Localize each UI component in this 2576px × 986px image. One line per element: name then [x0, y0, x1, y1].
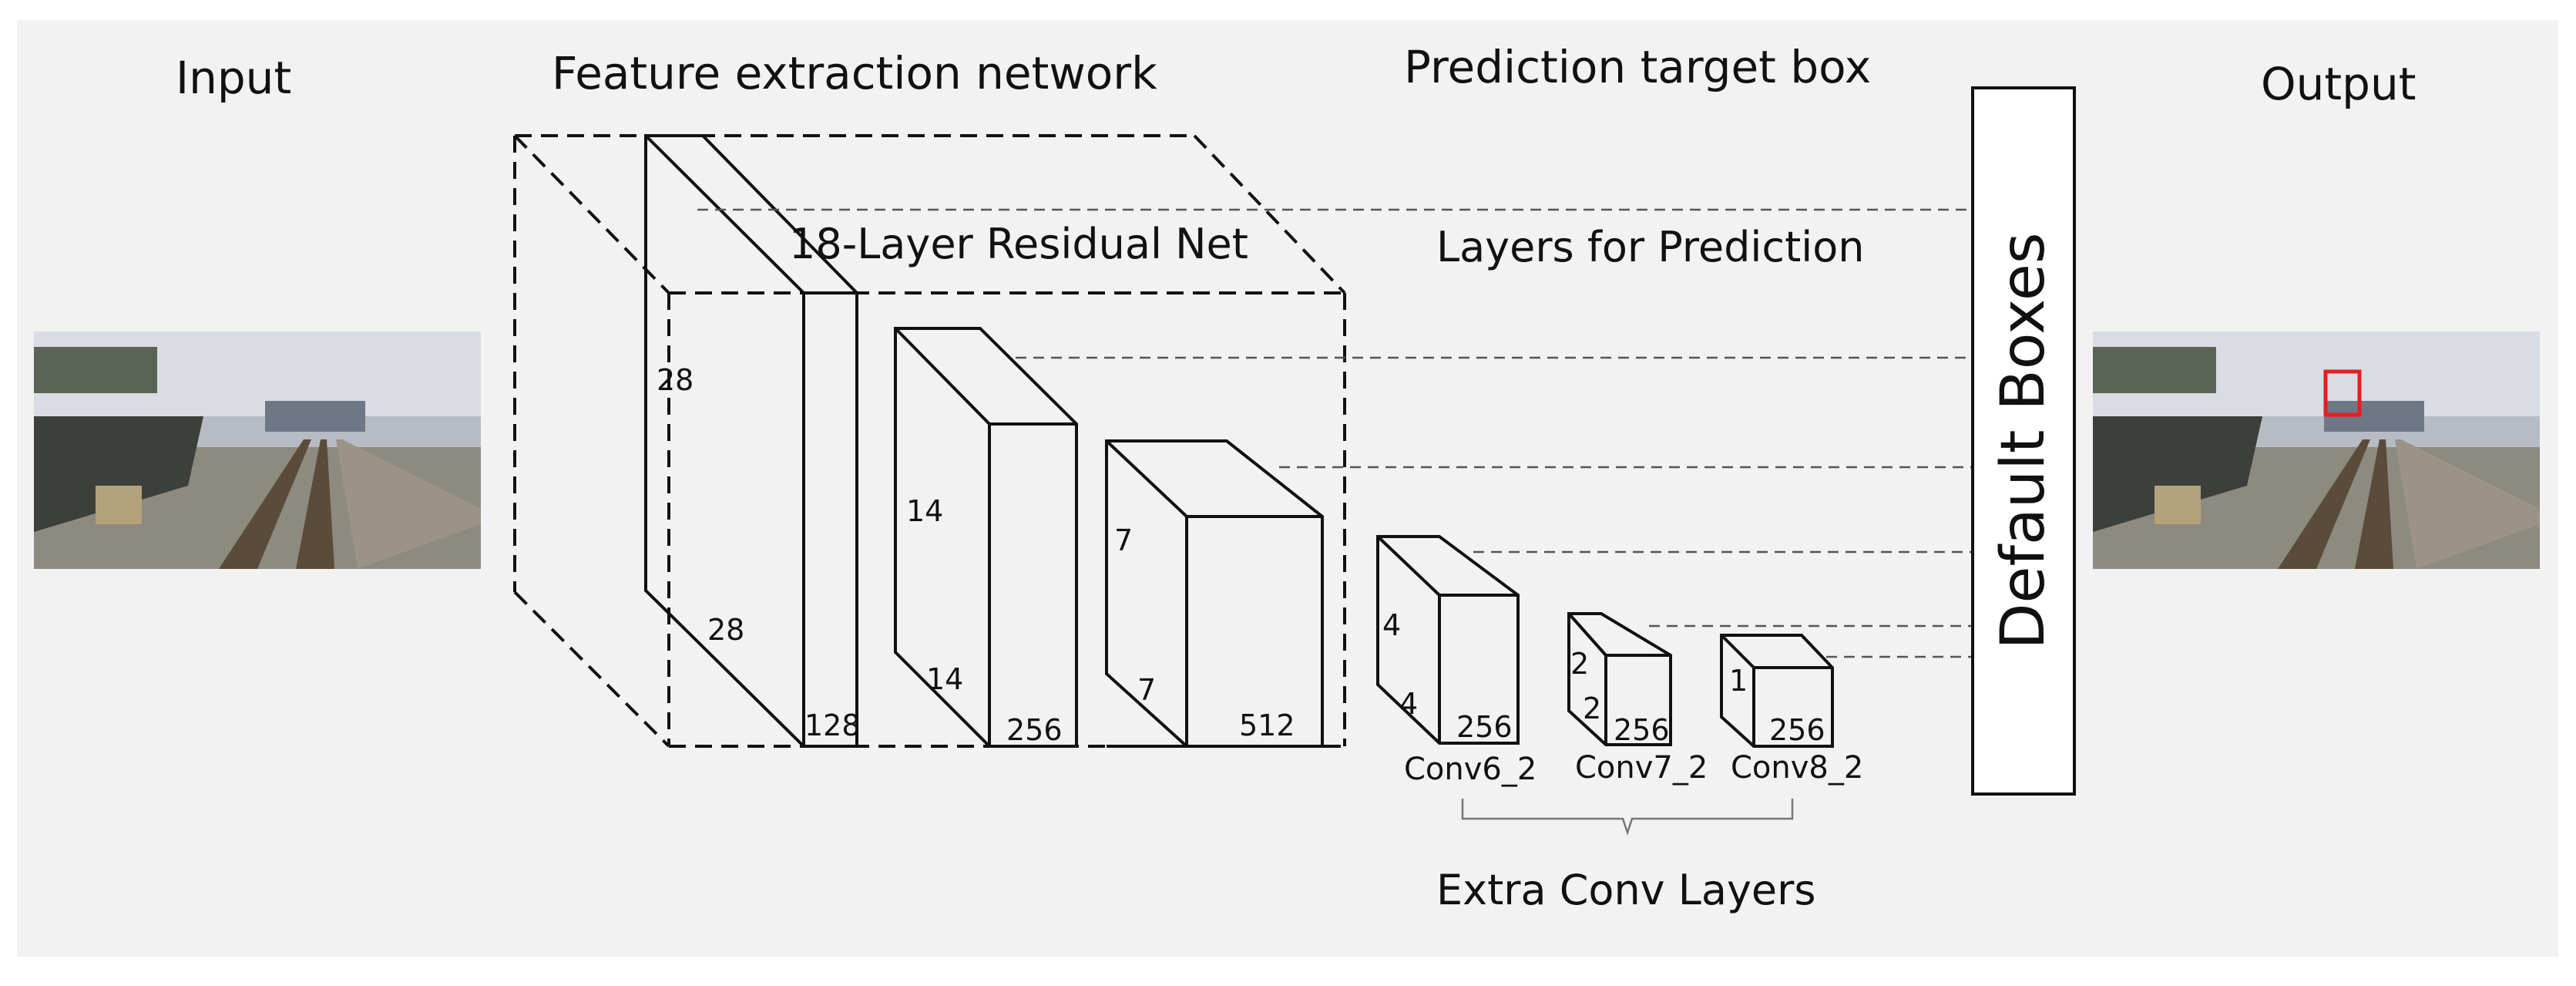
block-conv6-2	[1376, 535, 1520, 745]
feature-network-boundary	[513, 134, 1346, 748]
conv6-height: 4	[1382, 608, 1402, 642]
prediction-target-heading: Prediction target box	[1404, 41, 1872, 93]
default-boxes-panel: Default Boxes	[1971, 86, 2076, 796]
railway-photo-detection-icon	[2093, 331, 2540, 569]
residual-net-label: 18-Layer Residual Net	[789, 220, 1248, 268]
block-1-depth: 128	[804, 708, 861, 742]
layers-for-prediction-label: Layers for Prediction	[1436, 223, 1865, 271]
block-3-height: 7	[1114, 523, 1134, 557]
conv7-width: 2	[1583, 692, 1602, 725]
prediction-connectors	[697, 208, 1971, 658]
block-2-height: 14	[906, 494, 944, 528]
conv7-depth: 256	[1614, 713, 1670, 747]
block-3-depth: 512	[1239, 708, 1295, 742]
conv6-2-label: Conv6_2	[1404, 752, 1537, 787]
block-3-width: 7	[1137, 673, 1157, 707]
output-image	[2093, 331, 2540, 569]
block-1-height: 28	[657, 363, 694, 397]
default-boxes-label: Default Boxes	[1989, 232, 2058, 650]
block-28x28x128	[644, 134, 858, 748]
input-image	[34, 331, 481, 569]
feature-network-heading: Feature extraction network	[552, 47, 1157, 99]
conv7-2-label: Conv7_2	[1575, 750, 1708, 786]
extra-conv-layers-label: Extra Conv Layers	[1436, 866, 1816, 914]
block-14x14x256	[894, 327, 1078, 748]
conv8-height: 1	[1729, 664, 1748, 698]
detection-box	[2323, 369, 2362, 417]
output-heading: Output	[2261, 58, 2416, 110]
block-2-depth: 256	[1006, 713, 1063, 747]
conv6-depth: 256	[1456, 710, 1513, 744]
extra-conv-brace	[1461, 799, 1794, 836]
block-conv7-2	[1567, 612, 1672, 746]
conv7-height: 2	[1570, 647, 1590, 681]
conv8-depth: 256	[1769, 713, 1825, 747]
conv8-2-label: Conv8_2	[1731, 750, 1864, 786]
block-2-width: 14	[926, 662, 964, 696]
conv6-width: 4	[1399, 687, 1419, 721]
block-1-width: 28	[707, 613, 745, 647]
block-conv8-2	[1720, 634, 1834, 748]
input-heading: Input	[176, 52, 292, 104]
railway-photo-icon	[34, 331, 481, 569]
